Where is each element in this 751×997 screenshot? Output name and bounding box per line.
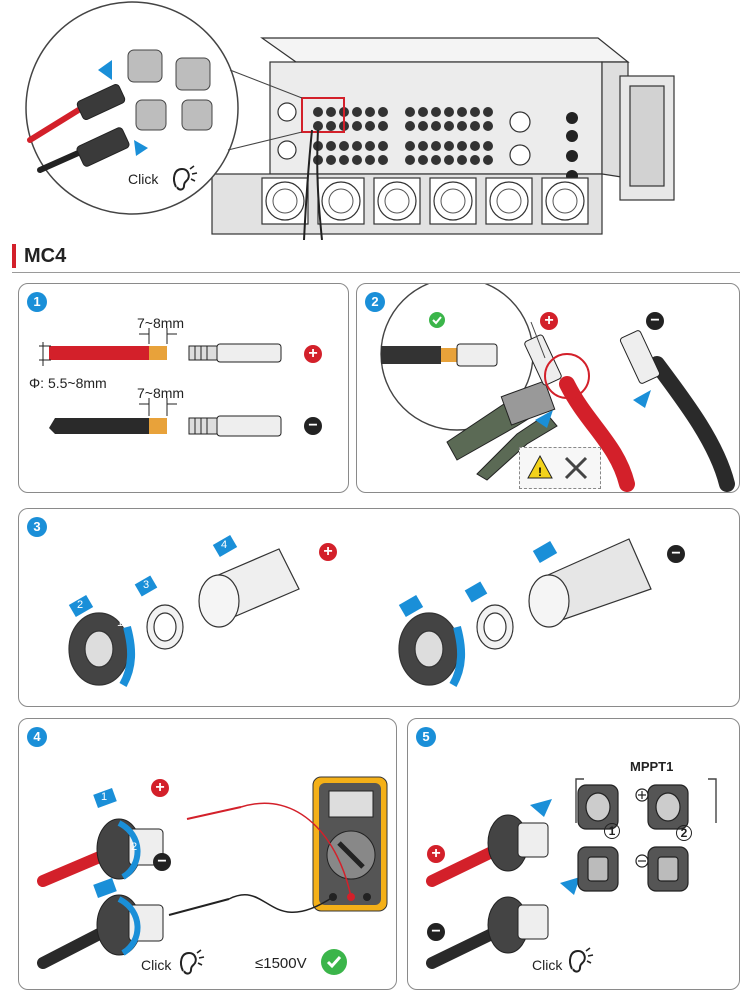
check-icon xyxy=(321,949,347,975)
step-4-panel: 4 1 2 + − Click ≤1500V xyxy=(18,718,397,990)
plus-icon: + xyxy=(427,845,445,863)
strip-length-positive: 7~8mm xyxy=(137,315,185,331)
max-voltage: ≤1500V xyxy=(255,955,307,972)
callout-3: 3 xyxy=(143,579,150,591)
ear-click-icon xyxy=(564,947,594,975)
section-title: MC4 xyxy=(24,244,67,267)
minus-icon: − xyxy=(646,312,664,330)
step-1-badge: 1 xyxy=(27,292,47,312)
mppt-label: MPPT1 xyxy=(630,759,674,774)
section-header: MC4 xyxy=(12,243,66,269)
strip-length-negative: 7~8mm xyxy=(137,385,185,401)
ear-click-icon xyxy=(168,165,198,193)
step-2-badge: 2 xyxy=(365,292,385,312)
step-3-badge: 3 xyxy=(27,517,47,537)
section-divider xyxy=(12,272,740,273)
minus-icon: − xyxy=(304,417,322,435)
ear-click-icon xyxy=(175,949,205,977)
step-3-panel: 3 1 2 3 xyxy=(18,508,740,707)
plus-icon: + xyxy=(540,312,558,330)
port-1-label: 1 xyxy=(604,823,620,839)
check-icon xyxy=(429,312,445,328)
section-accent-bar xyxy=(12,244,16,268)
click-label-step5: Click xyxy=(532,957,563,973)
step-4-badge: 4 xyxy=(27,727,47,747)
cable-diameter: Φ: 5.5~8mm xyxy=(29,375,107,391)
minus-icon: − xyxy=(427,923,445,941)
plus-icon: + xyxy=(319,543,337,561)
plus-icon: + xyxy=(304,345,322,363)
callout-1-positive: 1 xyxy=(101,791,108,803)
minus-icon: − xyxy=(667,545,685,563)
step-5-panel: 5 MPPT1 1 2 + − Click xyxy=(407,718,740,990)
click-label-top: Click xyxy=(128,171,159,187)
tools-icon xyxy=(564,456,588,480)
plus-icon: + xyxy=(151,779,169,797)
port-2-label: 2 xyxy=(676,825,692,841)
callout-2: 2 xyxy=(77,599,84,611)
warning-icon: ! xyxy=(527,454,553,479)
step-5-badge: 5 xyxy=(416,727,436,747)
inverter-illustration xyxy=(0,0,751,240)
step-2-panel: 2 + − ! xyxy=(356,283,740,493)
callout-2-positive: 2 xyxy=(131,841,138,853)
callout-4: 4 xyxy=(221,539,228,551)
svg-text:!: ! xyxy=(538,465,542,479)
warning-tools-box: ! xyxy=(519,447,601,489)
minus-icon: − xyxy=(153,853,171,871)
click-label-step4: Click xyxy=(141,957,172,973)
callout-1: 1 xyxy=(117,617,124,629)
step-1-panel: 1 7~8mm Φ: 5.5~8mm 7~8mm + − xyxy=(18,283,349,493)
